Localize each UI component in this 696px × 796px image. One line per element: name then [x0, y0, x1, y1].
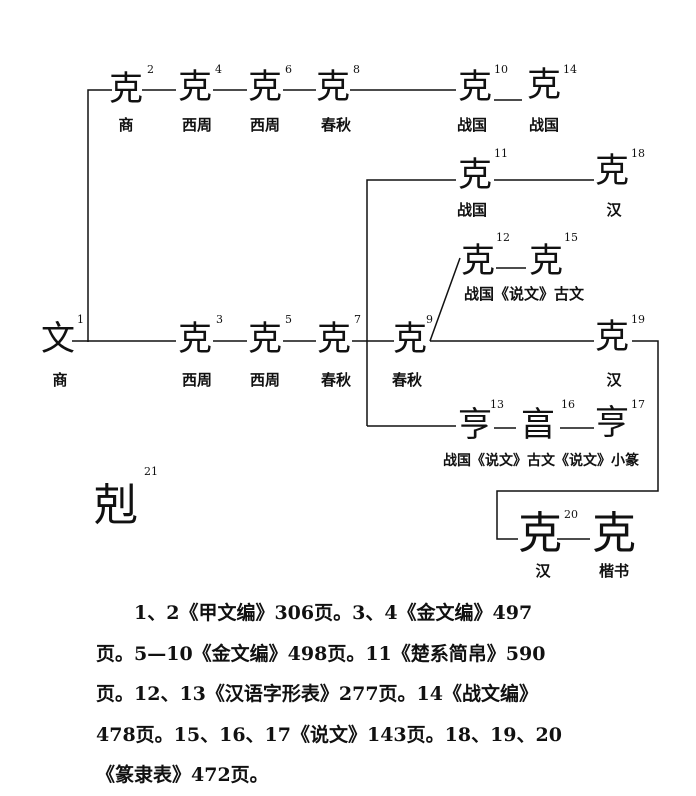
- node-label-1: 商: [52, 371, 68, 389]
- node-label-19: 汉: [606, 371, 622, 389]
- node-label-6: 西周: [249, 116, 281, 134]
- reference-line: 478页。15、16、17《说文》143页。18、19、20: [96, 723, 562, 746]
- node-number-8: 8: [353, 63, 360, 76]
- node-label-18: 汉: [606, 201, 622, 219]
- glyph-node-7: 克: [317, 319, 351, 359]
- glyph-node-6: 克: [248, 67, 282, 107]
- glyph-node-17: 亨: [595, 403, 629, 443]
- node-label-2: 商: [118, 116, 134, 134]
- glyph-node-2: 克: [109, 69, 143, 109]
- glyph-node-5: 克: [248, 319, 282, 359]
- node-number-21: 21: [144, 465, 158, 478]
- glyph-node-14: 克: [527, 65, 561, 105]
- references-text: 1、2《甲文编》306页。3、4《金文编》497 页。5—10《金文编》498页…: [96, 593, 656, 796]
- glyph-node-9: 克: [393, 319, 427, 359]
- node-label-20: 汉: [535, 562, 551, 580]
- group-label-12-15: 战国《说文》古文: [463, 285, 585, 303]
- glyph-node-21: 剋: [94, 480, 138, 531]
- node-number-17: 17: [631, 398, 645, 411]
- node-number-1: 1: [77, 313, 84, 326]
- node-label-9: 春秋: [391, 371, 423, 389]
- node-label-11: 战国: [456, 201, 488, 219]
- glyph-node-kaishu: 克: [592, 508, 636, 559]
- node-number-19: 19: [631, 313, 645, 326]
- node-number-18: 18: [631, 147, 645, 160]
- node-label-14: 战国: [528, 116, 560, 134]
- node-number-7: 7: [354, 313, 361, 326]
- glyph-node-18: 克: [595, 151, 629, 191]
- node-number-9: 9: [426, 313, 433, 326]
- glyph-node-16: 亯: [521, 405, 555, 445]
- reference-line: 《篆隶表》472页。: [96, 764, 269, 786]
- reference-line: 1、2《甲文编》306页。3、4《金文编》497: [134, 602, 533, 624]
- glyph-node-8: 克: [316, 67, 350, 107]
- node-number-15: 15: [564, 231, 578, 244]
- node-label-7: 春秋: [320, 371, 352, 389]
- node-number-10: 10: [494, 63, 508, 76]
- glyph-node-3: 克: [178, 319, 212, 359]
- node-number-20: 20: [564, 508, 578, 521]
- reference-line: 页。12、13《汉语字形表》277页。14《战文编》: [96, 683, 538, 705]
- node-number-3: 3: [216, 313, 223, 326]
- node-number-4: 4: [215, 63, 222, 76]
- node-label-3: 西周: [181, 371, 213, 389]
- glyph-node-10: 克: [458, 67, 492, 107]
- glyph-node-19: 克: [595, 317, 629, 357]
- glyph-node-11: 克: [458, 155, 492, 195]
- node-label-4: 西周: [181, 116, 213, 134]
- glyph-node-1: 文: [41, 319, 75, 359]
- node-number-13: 13: [490, 398, 504, 411]
- glyph-node-20: 克: [518, 508, 562, 559]
- glyph-node-15: 克: [529, 241, 563, 281]
- glyph-node-13: 亨: [458, 405, 492, 445]
- node-label-5: 西周: [249, 371, 281, 389]
- group-label-13-17: 战国《说文》古文《说文》小篆: [443, 453, 639, 469]
- node-number-11: 11: [494, 147, 508, 160]
- node-number-12: 12: [496, 231, 510, 244]
- node-number-6: 6: [285, 63, 292, 76]
- glyph-node-4: 克: [178, 67, 212, 107]
- node-label-10: 战国: [456, 116, 488, 134]
- reference-line: 页。5—10《金文编》498页。11《楚系简帛》590: [96, 642, 546, 665]
- node-number-5: 5: [285, 313, 292, 326]
- node-label-kaishu: 楷书: [598, 562, 630, 580]
- glyph-node-12: 克: [461, 241, 495, 281]
- node-number-16: 16: [561, 398, 575, 411]
- node-number-14: 14: [563, 63, 577, 76]
- node-label-8: 春秋: [320, 116, 352, 134]
- node-number-2: 2: [147, 63, 154, 76]
